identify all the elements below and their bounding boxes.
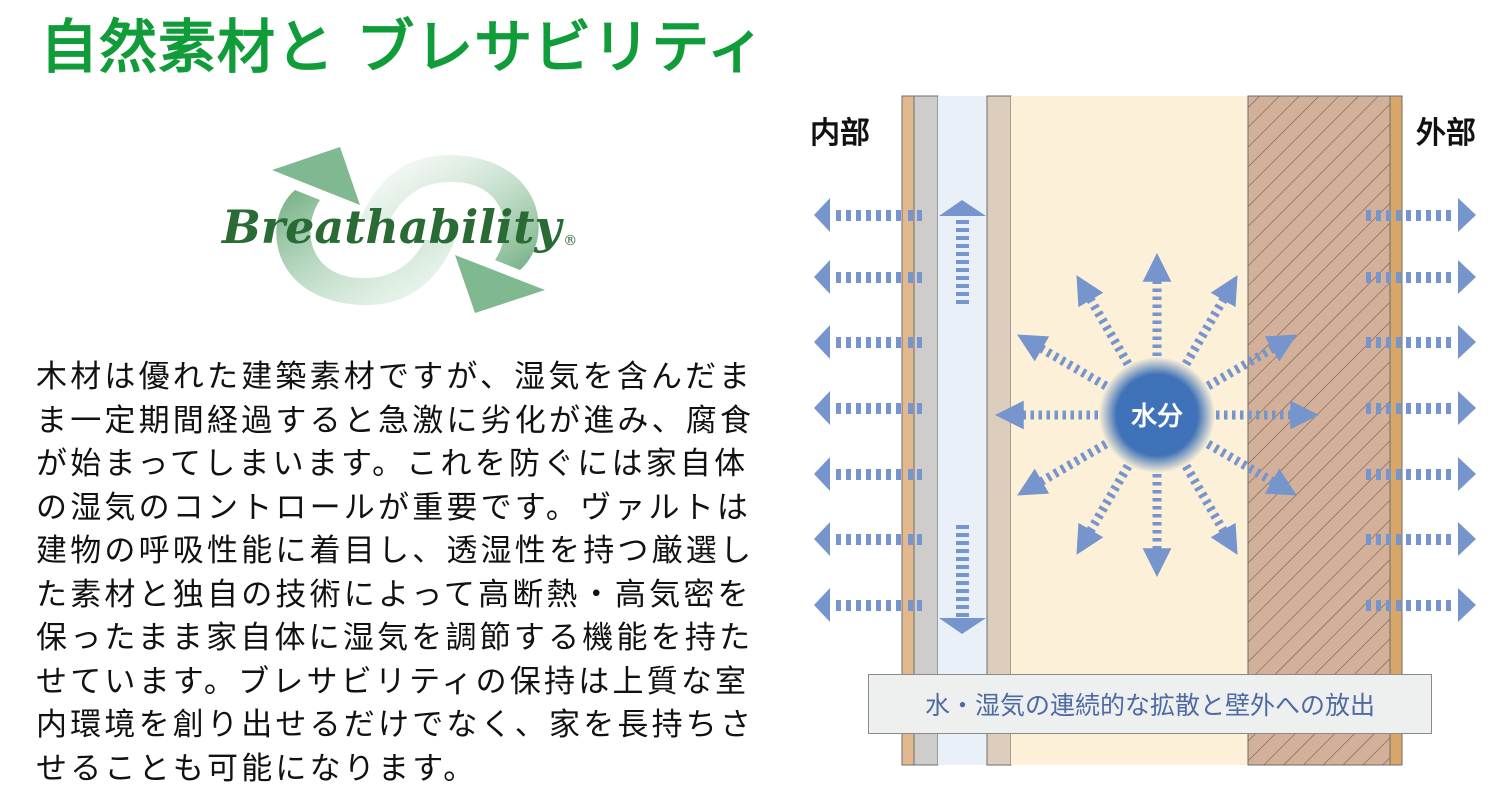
description-line: 木材は優れた建築素材ですが、湿気を含んだま <box>36 356 776 400</box>
layer-inner-finish <box>902 96 914 765</box>
breathability-logo: Breathability® <box>200 130 620 330</box>
description-line: せています。ブレサビリティの保持は上質な室 <box>36 661 776 705</box>
logo-text: Breathability <box>222 200 561 254</box>
description-line: 建物の呼吸性能に着目し、透湿性を持つ厳選し <box>36 530 776 574</box>
moisture-label: 水分 <box>1100 396 1214 433</box>
description-line: が始まってしまいます。これを防ぐには家自体 <box>36 443 776 487</box>
description-line: せることも可能になります。 <box>36 748 776 791</box>
label-outside: 外部 <box>1416 108 1476 152</box>
layer-outer-finish <box>1390 96 1402 765</box>
wall-moisture-diagram: 内部 外部 水分 水・湿気の連続的な拡散と壁外への放出 <box>800 80 1506 786</box>
diagram-caption: 水・湿気の連続的な拡散と壁外への放出 <box>868 674 1432 734</box>
description-line: の湿気のコントロールが重要です。ヴァルトは <box>36 487 776 531</box>
description-line: 内環境を創り出せるだけでなく、家を長持ちさ <box>36 704 776 748</box>
layer-board <box>987 96 1011 765</box>
description-line: ま一定期間経過すると急激に劣化が進み、腐食 <box>36 400 776 444</box>
logo-wordmark: Breathability® <box>222 200 577 254</box>
layer-gypsum <box>914 96 938 765</box>
label-inside: 内部 <box>810 108 870 152</box>
registered-mark: ® <box>563 233 577 249</box>
description-paragraph: 木材は優れた建築素材ですが、湿気を含んだま ま一定期間経過すると急激に劣化が進み… <box>36 356 776 791</box>
layer-air <box>938 96 987 765</box>
description-line: た素材と独自の技術によって高断熱・高気密を <box>36 574 776 618</box>
layer-sheathing <box>1248 96 1390 765</box>
page-title: 自然素材と ブレサビリティ <box>40 18 766 76</box>
description-line: 保ったまま家自体に湿気を調節する機能を持た <box>36 617 776 661</box>
